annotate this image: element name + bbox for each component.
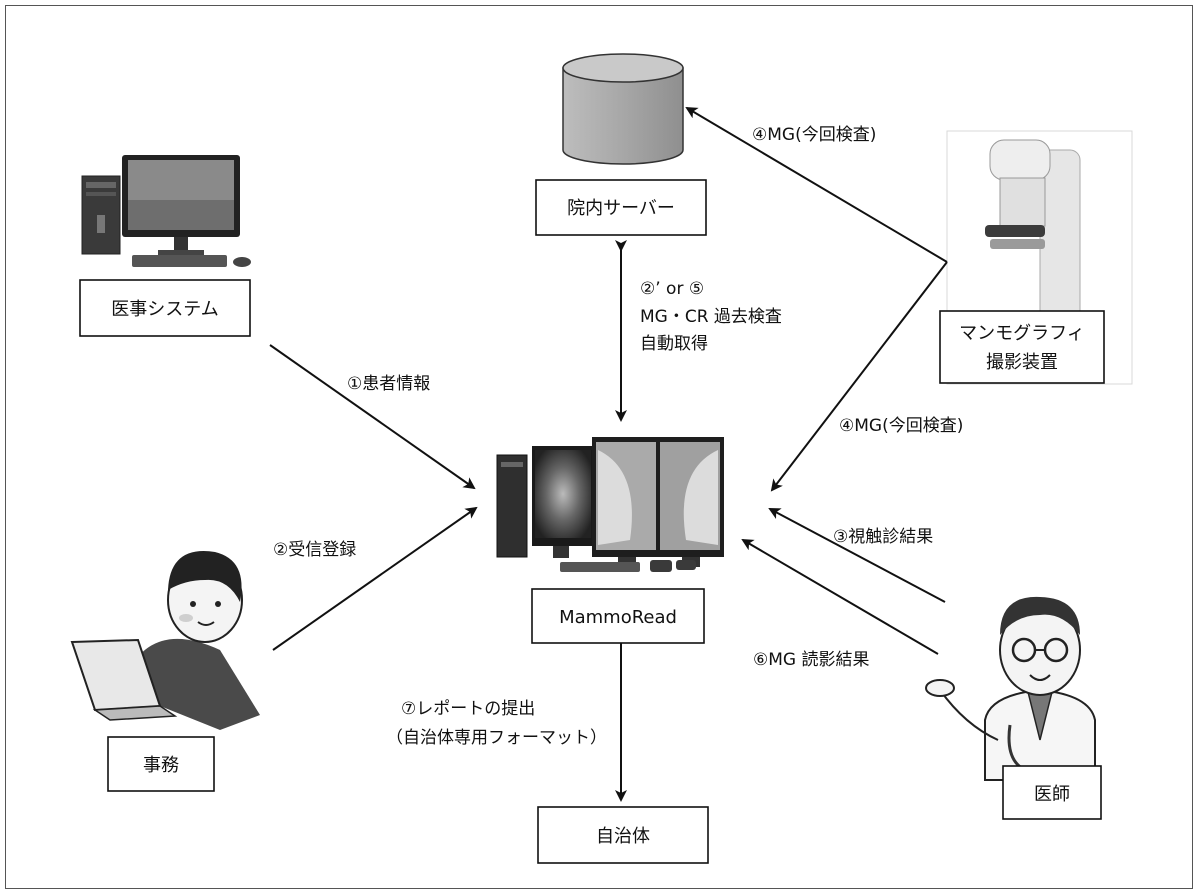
database-cylinder-icon: [562, 53, 684, 165]
arrow-doctor-reading-to-mammoread: [741, 538, 939, 655]
edge-label-mg-current-to-server: ④MG(今回検査): [752, 125, 876, 145]
edge-label-past-exam-3: 自動取得: [640, 334, 708, 354]
diagram-frame: [5, 5, 1193, 889]
desktop-computer-icon: [81, 155, 251, 267]
mammography-device-node: マンモグラフィ 撮影装置: [939, 310, 1105, 384]
office-node: 事務: [107, 736, 215, 792]
edge-label-past-exam-2: MG・CR 過去検査: [640, 307, 782, 327]
arrow-mammography-to-server: [685, 106, 948, 263]
edge-label-mg-current-to-mammoread: ④MG(今回検査): [839, 416, 963, 436]
edge-label-report-1: ⑦レポートの提出: [401, 699, 535, 719]
arrow-medical-system-to-mammoread: [269, 344, 476, 490]
edge-label-patient-info: ①患者情報: [347, 374, 430, 394]
medical-system-node: 医事システム: [79, 279, 251, 337]
server-label: 院内サーバー: [567, 198, 675, 219]
doctor-label: 医師: [1034, 784, 1070, 805]
edge-label-past-exam-1: ②’ or ⑤: [640, 279, 704, 299]
workstation-icon: [496, 437, 724, 572]
mammoread-node: MammoRead: [531, 588, 705, 644]
mammoread-label: MammoRead: [559, 607, 677, 628]
arrow-mammography-to-mammoread: [770, 261, 948, 492]
municipality-node: 自治体: [537, 806, 709, 864]
municipality-label: 自治体: [596, 826, 650, 847]
arrow-doctor-palpation-to-mammoread: [768, 508, 946, 603]
doctor-node: 医師: [1002, 765, 1102, 820]
doctor-icon: [925, 596, 1096, 781]
edge-label-palpation-result: ③視触診結果: [833, 527, 933, 547]
mammography-device-label-1: マンモグラフィ: [959, 323, 1085, 344]
mammography-device-label-2: 撮影装置: [986, 352, 1058, 373]
office-label: 事務: [143, 755, 179, 776]
edge-label-report-2: （自治体専用フォーマット）: [386, 728, 607, 748]
office-worker-icon: [70, 551, 260, 730]
medical-system-label: 医事システム: [111, 299, 218, 320]
edge-label-mg-reading-result: ⑥MG 読影結果: [753, 650, 870, 670]
server-node: 院内サーバー: [535, 179, 707, 236]
edge-label-reception: ②受信登録: [273, 540, 356, 560]
arrow-office-to-mammoread: [272, 506, 478, 651]
